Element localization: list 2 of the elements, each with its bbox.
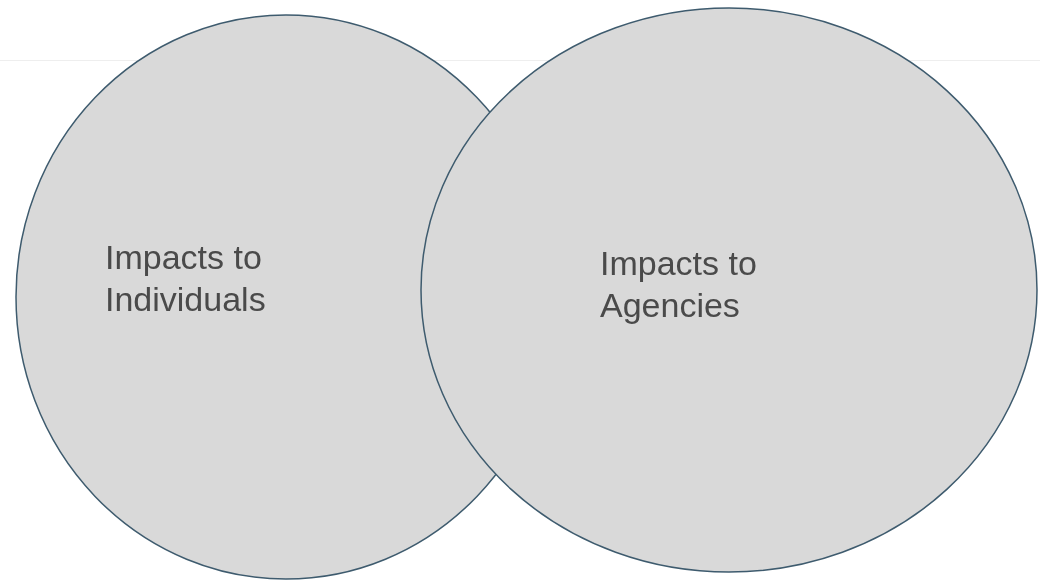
circle-label: Impacts to Agencies	[600, 242, 900, 326]
circle-label: Impacts to Individuals	[105, 236, 405, 320]
